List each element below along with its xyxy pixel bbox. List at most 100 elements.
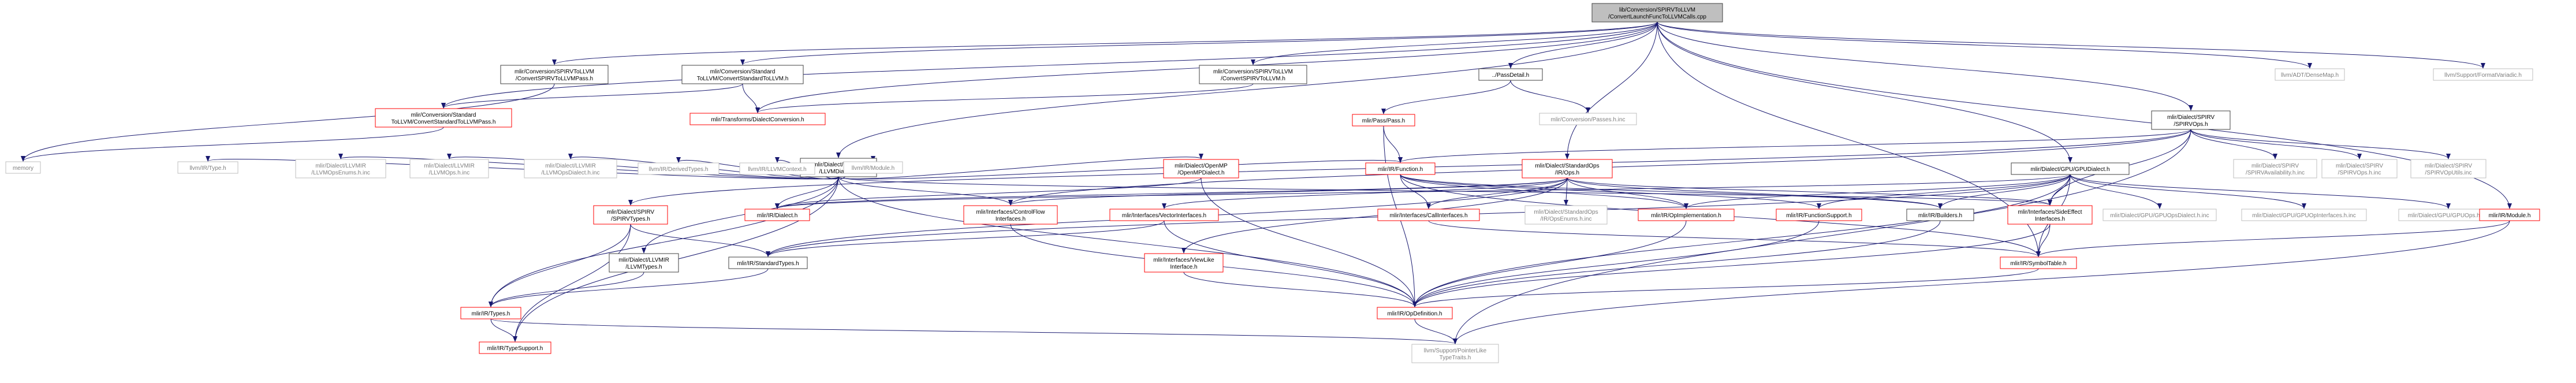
- node-label: mlir/Conversion/Standard: [710, 69, 776, 75]
- node-box: [963, 205, 1058, 225]
- edge-sideeffect-to-symboltable: [2036, 224, 2051, 257]
- edge-gpudialect-to-sideeffect: [2048, 174, 2071, 206]
- edge-llvmdialect-to-opdefinition: [838, 176, 1417, 307]
- node-box: [1478, 68, 1543, 81]
- node-spv2llvm_pass[interactable]: mlir/Conversion/SPIRVToLLVM/ConvertSPIRV…: [500, 65, 609, 84]
- node-label: mlir/Dialect/LLVMIR: [315, 163, 366, 169]
- edge-gpudialect-to-gpuops_inc: [2070, 174, 2451, 209]
- node-label: /ConvertLaunchFuncToLLVMCalls.cpp: [1608, 14, 1706, 20]
- node-label: llvm/IR/Module.h: [852, 165, 894, 172]
- node-box: [479, 341, 551, 354]
- edge-llvmdialect-to-function: [838, 157, 1403, 180]
- node-ir_module[interactable]: mlir/IR/Module.h: [2479, 209, 2540, 221]
- node-vectoriface[interactable]: mlir/Interfaces/VectorInterfaces.h: [1109, 209, 1219, 221]
- node-label: mlir/Dialect/SPIRV: [2336, 163, 2383, 169]
- node-passes_inc: mlir/Conversion/Passes.h.inc: [1539, 113, 1637, 125]
- edge-stdops-to-sideeffect: [1567, 177, 2052, 206]
- node-box: [609, 253, 679, 273]
- node-label: mlir/Dialect/SPIRV: [607, 209, 654, 215]
- node-gpuopiface: mlir/Dialect/GPU/GPUOpInterfaces.h.inc: [2241, 209, 2367, 221]
- node-calliface[interactable]: mlir/Interfaces/CallInterfaces.h: [1377, 209, 1480, 221]
- node-label: mlir/Dialect/LLVMIR: [424, 163, 475, 169]
- edge-root-to-ir_module: [1657, 21, 2512, 209]
- node-spv2llvm[interactable]: mlir/Conversion/SPIRVToLLVM/ConvertSPIRV…: [1199, 65, 1307, 84]
- node-label: mlir/IR/FunctionSupport.h: [1786, 213, 1851, 219]
- node-gpuops_inc: mlir/Dialect/GPU/GPUOps.h.inc: [2398, 209, 2499, 221]
- node-label: ToLLVM/ConvertStandardToLLVM.h: [697, 76, 789, 82]
- node-label: mlir/Dialect/SPIRV: [2425, 163, 2472, 169]
- edge-stdops-to-builders: [1567, 177, 1943, 209]
- node-box: [2433, 68, 2533, 81]
- node-label: /IR/OpsEnums.h.inc: [1541, 216, 1592, 222]
- edge-openmp-to-opdefinition: [1201, 177, 1417, 307]
- edge-gpudialect-to-gpuopiface: [2070, 174, 2306, 209]
- node-root[interactable]: lib/Conversion/SPIRVToLLVM/ConvertLaunch…: [1591, 3, 1723, 23]
- edge-stdops-to-vectoriface: [1162, 177, 1568, 209]
- node-symboltable[interactable]: mlir/IR/SymbolTable.h: [2000, 256, 2077, 269]
- node-std2llvm_pass[interactable]: mlir/Conversion/StandardToLLVM/ConvertSt…: [375, 108, 512, 128]
- node-box: [593, 205, 668, 225]
- node-stdops[interactable]: mlir/Dialect/StandardOps/IR/Ops.h: [1522, 159, 1613, 179]
- edge-builders-to-opdefinition: [1412, 220, 1941, 307]
- edge-spirvops-to-function: [1398, 129, 2191, 163]
- node-label: mlir/Dialect/LLVMIR: [545, 163, 596, 169]
- node-opimpl[interactable]: mlir/IR/OpImplementation.h: [1638, 209, 1735, 221]
- node-gpuopsdialect: mlir/Dialect/GPU/GPUOpsDialect.h.inc: [2102, 209, 2217, 221]
- node-spirvavail: mlir/Dialect/SPIRV/SPIRVAvailability.h.i…: [2233, 159, 2317, 179]
- node-label: mlir/Conversion/SPIRVToLLVM: [1213, 69, 1293, 75]
- node-llvm_type: llvm/IR/Type.h: [177, 161, 238, 174]
- node-passdetail[interactable]: ../PassDetail.h: [1478, 68, 1543, 81]
- edge-spirvops-to-pointerlike: [1453, 129, 2191, 344]
- node-label: mlir/Interfaces/ViewLike: [1153, 257, 1214, 263]
- node-box: [1776, 209, 1862, 221]
- node-opdefinition[interactable]: mlir/IR/OpDefinition.h: [1377, 307, 1453, 319]
- edge-stdops-to-calliface: [1426, 177, 1568, 209]
- edge-spv2llvm_pass-to-memory: [21, 83, 555, 162]
- edge-root-to-symboltable: [1657, 21, 2041, 257]
- edge-stdops-to-controlflow: [1008, 177, 1568, 206]
- edge-std2llvm-to-std2llvm_pass: [441, 83, 743, 109]
- node-std2llvm[interactable]: mlir/Conversion/StandardToLLVM/ConvertSt…: [681, 65, 804, 84]
- node-label: mlir/Dialect/GPU/GPUOpInterfaces.h.inc: [2252, 213, 2356, 219]
- edge-root-to-formatvariadic: [1657, 21, 2485, 69]
- node-openmp[interactable]: mlir/Dialect/OpenMP/OpenMPDialect.h: [1163, 159, 1239, 179]
- node-typesupport[interactable]: mlir/IR/TypeSupport.h: [479, 341, 551, 354]
- node-stdtypes[interactable]: mlir/IR/StandardTypes.h: [728, 256, 808, 269]
- node-funcsupport[interactable]: mlir/IR/FunctionSupport.h: [1776, 209, 1862, 221]
- node-llvmopsdialect: mlir/Dialect/LLVMIR/LLVMOpsDialect.h.inc: [524, 159, 617, 179]
- node-builders[interactable]: mlir/IR/Builders.h: [1906, 209, 1974, 221]
- node-box: [689, 113, 826, 125]
- node-label: ToLLVM/ConvertStandardToLLVMPass.h: [392, 119, 496, 125]
- node-pass[interactable]: mlir/Pass/Pass.h: [1352, 114, 1415, 127]
- node-label: mlir/Dialect/OpenMP: [1175, 163, 1228, 169]
- node-ir_dialect[interactable]: mlir/IR/Dialect.h: [744, 209, 810, 221]
- node-box: [1524, 205, 1608, 225]
- edge-root-to-std2llvm_pass: [441, 21, 1658, 109]
- node-function[interactable]: mlir/IR/Function.h: [1365, 162, 1436, 175]
- node-label: TypeTraits.h: [1440, 355, 1471, 361]
- edge-opimpl-to-opdefinition: [1412, 220, 1687, 307]
- node-ir_types[interactable]: mlir/IR/Types.h: [460, 307, 521, 319]
- node-dialectconv[interactable]: mlir/Transforms/DialectConversion.h: [689, 113, 826, 125]
- node-llvmtypes[interactable]: mlir/Dialect/LLVMIR/LLVMTypes.h: [609, 253, 679, 273]
- edge-viewlike-to-opdefinition: [1183, 272, 1417, 307]
- node-label: lib/Conversion/SPIRVToLLVM: [1619, 7, 1695, 13]
- node-label: mlir/Interfaces/VectorInterfaces.h: [1122, 213, 1206, 219]
- node-label: mlir/Transforms/DialectConversion.h: [711, 117, 804, 123]
- edge-root-to-passdetail: [1508, 21, 1658, 69]
- node-gpudialect[interactable]: mlir/Dialect/GPU/GPUDialect.h: [2011, 162, 2130, 175]
- node-spirvtypes[interactable]: mlir/Dialect/SPIRV/SPIRVTypes.h: [593, 205, 668, 225]
- node-label: mlir/Dialect/GPU/GPUOpsDialect.h.inc: [2110, 213, 2209, 219]
- edge-root-to-llvmdialect: [836, 21, 1658, 158]
- node-spirvops[interactable]: mlir/Dialect/SPIRV/SPIRVOps.h: [2151, 110, 2231, 130]
- edge-gpudialect-to-funcsupport: [1817, 174, 2071, 209]
- edge-function-to-builders: [1400, 174, 1943, 209]
- node-label: /LLVMOpsEnums.h.inc: [311, 170, 370, 176]
- edge-gpudialect-to-ir_dialect: [775, 174, 2071, 209]
- node-formatvariadic: llvm/Support/FormatVariadic.h: [2433, 68, 2533, 81]
- edge-std2llvm-to-dialectconv: [742, 83, 760, 113]
- edge-spirvops-to-spirvavail: [2190, 129, 2277, 159]
